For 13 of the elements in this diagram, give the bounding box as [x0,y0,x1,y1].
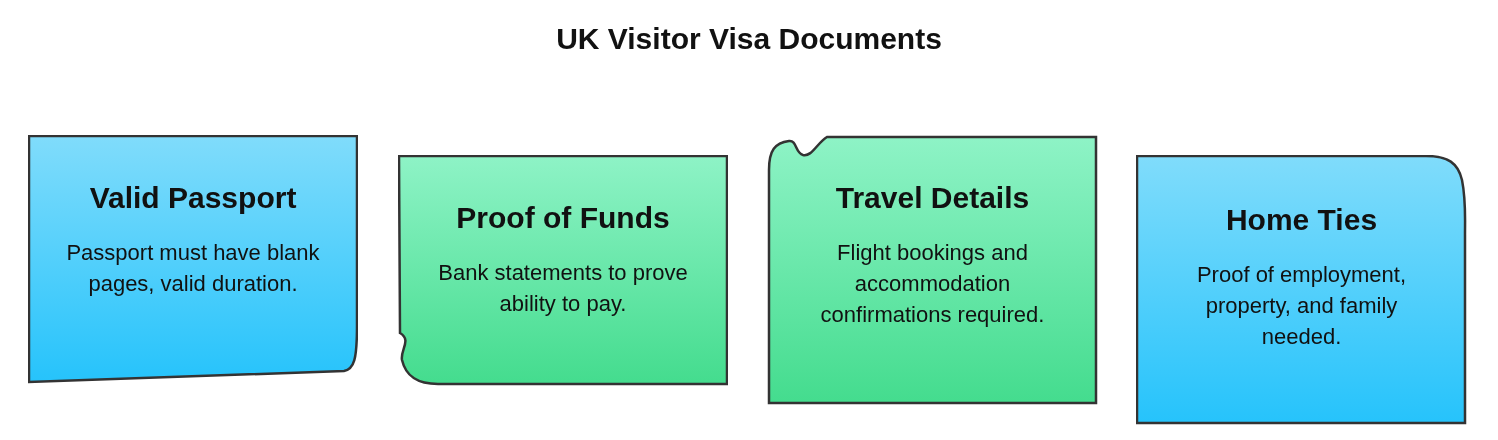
card-heading: Home Ties [1225,202,1378,238]
card-heading: Proof of Funds [456,200,670,236]
card-heading: Travel Details [835,180,1030,216]
diagram-title: UK Visitor Visa Documents [556,21,942,57]
card-heading: Valid Passport [89,180,297,216]
card-description: Flight bookings and accommodation confirmations required. [819,238,1046,329]
document-card [767,135,1098,405]
card-description: Bank statements to prove ability to pay. [437,258,689,318]
card-description: Proof of employment, property, and family needed. [1195,260,1408,351]
document-card [398,155,728,386]
card-description: Passport must have blank pages, valid duration. [65,238,321,298]
document-card [28,135,358,384]
document-card [1136,155,1467,425]
